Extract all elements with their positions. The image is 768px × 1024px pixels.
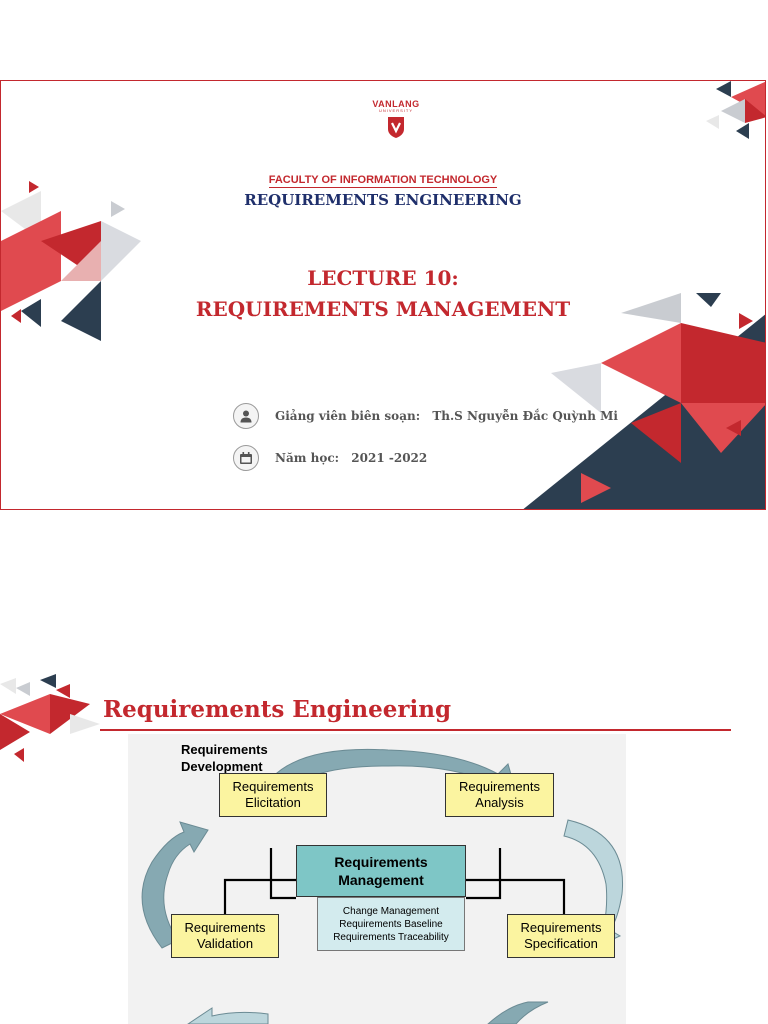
faculty-text: FACULTY OF INFORMATION TECHNOLOGY [268, 174, 498, 188]
lecture-line-1: LECTURE 10: [307, 266, 459, 290]
specification-box: Requirements Specification [507, 914, 615, 958]
validation-box: Requirements Validation [171, 914, 279, 958]
lecture-title: LECTURE 10: REQUIREMENTS MANAGEMENT [1, 263, 765, 325]
title-underline [100, 729, 731, 731]
requirements-development-label: Requirements Development [181, 741, 268, 775]
analysis-box: Requirements Analysis [445, 773, 554, 817]
year-text: Năm học: 2021 -2022 [275, 451, 427, 465]
decor-triangles-top-right [706, 81, 765, 139]
management-box: Requirements Management [296, 845, 466, 897]
decor-triangles-corner [0, 674, 100, 762]
management-item: Change Management [342, 905, 440, 917]
management-items: Change Management Requirements Baseline … [317, 897, 465, 951]
management-item: Requirements Traceability [333, 931, 449, 943]
course-title: REQUIREMENTS ENGINEERING [244, 191, 522, 209]
lecturer-row: Giảng viên biên soạn: Th.S Nguyễn Đắc Qu… [233, 403, 618, 429]
person-icon [233, 403, 259, 429]
decor-triangles-bottom-right [523, 293, 765, 509]
content-slide: Requirements Engineering Requirements De… [0, 664, 768, 1024]
faculty-heading: FACULTY OF INFORMATION TECHNOLOGY [1, 170, 765, 188]
lecturer-text: Giảng viên biên soạn: Th.S Nguyễn Đắc Qu… [275, 409, 618, 423]
shield-icon [388, 117, 404, 138]
lecturer-name: Th.S Nguyễn Đắc Quỳnh Mi [432, 409, 618, 423]
slide-title: Requirements Engineering [103, 696, 452, 723]
lecture-line-2: REQUIREMENTS MANAGEMENT [195, 297, 571, 321]
year-label: Năm học: [275, 451, 340, 465]
year-value: 2021 -2022 [351, 451, 428, 465]
management-item: Requirements Baseline [339, 918, 443, 930]
university-logo: VANLANG UNIVERSITY [356, 99, 436, 139]
re-process-diagram: Requirements Development Requirements El… [128, 734, 626, 1024]
title-slide: VANLANG UNIVERSITY FACULTY OF INFORMATIO… [0, 80, 766, 510]
dev-label-line-1: Requirements [181, 742, 268, 757]
logo-name: VANLANG [372, 99, 420, 109]
year-row: Năm học: 2021 -2022 [233, 445, 427, 471]
logo-sub: UNIVERSITY [378, 108, 413, 113]
lecturer-label: Giảng viên biên soạn: [275, 409, 421, 423]
calendar-icon [233, 445, 259, 471]
elicitation-box: Requirements Elicitation [219, 773, 327, 817]
decor-triangles-left [1, 181, 141, 341]
dev-label-line-2: Development [181, 759, 263, 774]
